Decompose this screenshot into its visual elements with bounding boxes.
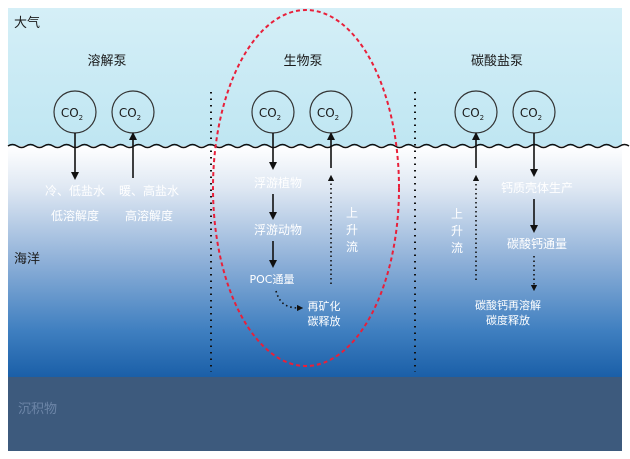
shell-production-label: 钙质壳体生产 xyxy=(501,181,573,195)
bio-upwelling-char-3: 流 xyxy=(346,240,358,254)
sediment-band xyxy=(8,377,622,451)
bio-upwelling-char-1: 上 xyxy=(346,206,358,220)
carbonate-pump-title: 碳酸盐泵 xyxy=(471,54,523,69)
caco3-flux-label: 碳酸钙通量 xyxy=(507,236,567,251)
carb-upwelling-char-2: 升 xyxy=(451,224,463,238)
svg-text:CO2: CO2 xyxy=(119,106,141,122)
svg-text:CO2: CO2 xyxy=(61,106,83,122)
atmosphere-band xyxy=(8,8,622,146)
remineralization-text-2: 碳释放 xyxy=(308,314,341,328)
dissolution-text-1: 碳酸钙再溶解 xyxy=(475,298,541,312)
atmosphere-label: 大气 xyxy=(14,15,40,31)
solubility-pump-title: 溶解泵 xyxy=(87,54,126,69)
phytoplankton-label: 浮游植物 xyxy=(254,175,302,190)
bio-upwelling-char-2: 升 xyxy=(346,223,358,237)
sea-surface-wave xyxy=(7,143,630,149)
poc-flux-label: POC通量 xyxy=(250,273,295,286)
sediment-label: 沉积物 xyxy=(18,402,57,417)
solubility-down-text-2: 低溶解度 xyxy=(51,208,99,223)
remineralization-text-1: 再矿化 xyxy=(308,299,341,313)
carb-upwelling-char-1: 上 xyxy=(451,207,463,221)
biological-pump-title: 生物泵 xyxy=(283,54,322,69)
carb-upwelling-char-3: 流 xyxy=(451,241,463,255)
solubility-down-text-1: 冷、低盐水 xyxy=(45,184,105,198)
biological-pump-highlight-oval xyxy=(212,9,400,367)
solubility-up-text-1: 暖、高盐水 xyxy=(119,183,179,198)
solubility-up-text-2: 高溶解度 xyxy=(125,208,173,223)
svg-text:CO2: CO2 xyxy=(259,106,281,122)
svg-text:CO2: CO2 xyxy=(462,106,484,122)
svg-text:CO2: CO2 xyxy=(520,106,542,122)
ocean-band xyxy=(8,146,622,377)
dissolution-text-2: 碳度释放 xyxy=(486,313,530,327)
zooplankton-label: 浮游动物 xyxy=(254,223,302,237)
co2-circle-carbonate-left: CO2 xyxy=(454,90,498,134)
ocean-label: 海洋 xyxy=(14,252,40,267)
svg-text:CO2: CO2 xyxy=(317,106,339,122)
